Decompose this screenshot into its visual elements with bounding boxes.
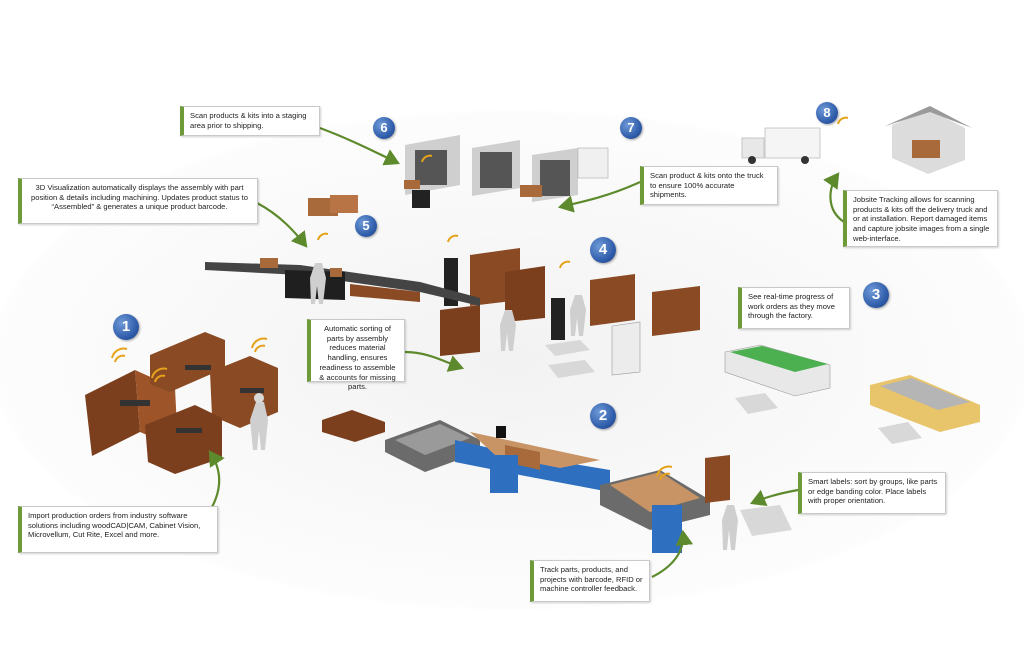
callout-smart-labels: Smart labels: sort by groups, like parts… xyxy=(798,472,946,514)
sorting-racks xyxy=(440,248,700,378)
callout-tracking: Track parts, products, and projects with… xyxy=(530,560,650,602)
office-workstations xyxy=(85,332,278,474)
step-5-badge: 5 xyxy=(355,215,377,237)
step-2-badge: 2 xyxy=(590,403,616,429)
callout-truck-scan: Scan product & kits onto the truck to en… xyxy=(640,166,778,205)
shipping-docks xyxy=(404,135,609,208)
callout-realtime-progress: See real-time progress of work orders as… xyxy=(738,287,850,329)
callout-automatic-sorting: Automatic sorting of parts by assembly r… xyxy=(307,319,405,391)
step-6-badge: 6 xyxy=(373,117,395,139)
delivery-truck xyxy=(741,106,972,174)
step-3-badge: 3 xyxy=(863,282,889,308)
connector-arrows xyxy=(208,126,845,578)
callout-3d-visualization: 3D Visualization automatically displays … xyxy=(18,178,258,224)
step-4-badge: 4 xyxy=(590,237,616,263)
assembly-line xyxy=(205,195,480,306)
cutting-machine xyxy=(322,410,710,553)
step-7-badge: 7 xyxy=(620,117,642,139)
edgebander xyxy=(724,344,980,444)
callout-staging-scan: Scan products & kits into a staging area… xyxy=(180,106,320,136)
label-cart xyxy=(705,455,792,550)
wifi-icons xyxy=(111,116,849,481)
step-8-badge: 8 xyxy=(816,102,838,124)
callout-jobsite-tracking: Jobsite Tracking allows for scanning pro… xyxy=(843,190,998,247)
callout-import-orders: Import production orders from industry s… xyxy=(18,506,218,553)
step-1-badge: 1 xyxy=(113,314,139,340)
